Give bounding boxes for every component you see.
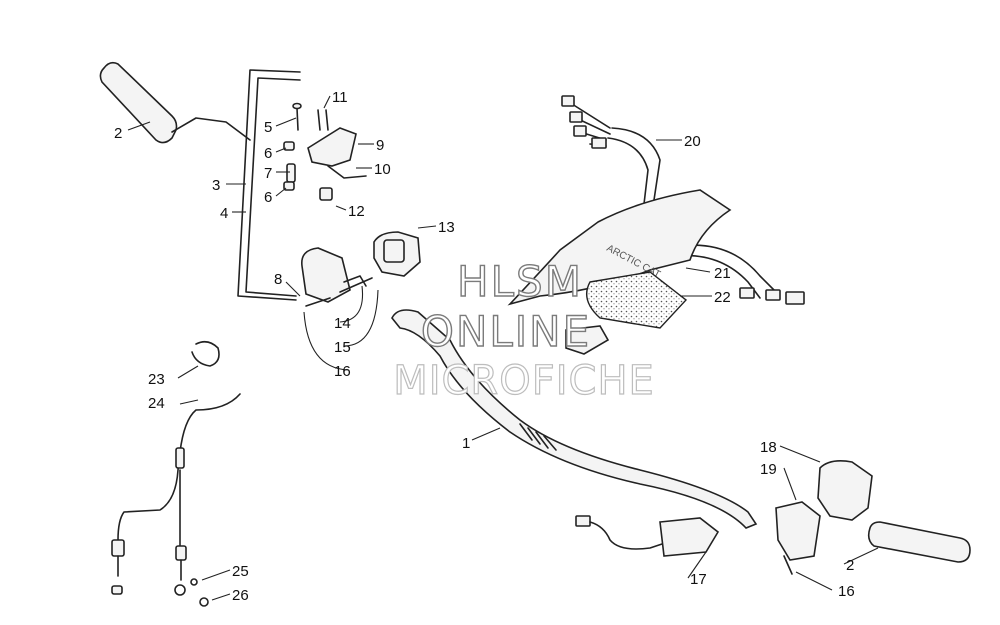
left-hand-grip bbox=[99, 61, 251, 144]
callout-3: 3 bbox=[212, 177, 220, 194]
callout-10: 10 bbox=[374, 161, 391, 178]
callout-16: 16 bbox=[334, 363, 351, 380]
heater-element-bracket bbox=[237, 69, 301, 301]
right-harness-connector bbox=[575, 515, 720, 557]
wiring-harness bbox=[561, 95, 805, 305]
callout-9: 9 bbox=[376, 137, 384, 154]
callout-19: 19 bbox=[760, 461, 777, 478]
throttle-housing bbox=[301, 247, 373, 307]
callout-21: 21 bbox=[714, 265, 731, 282]
tether-clip bbox=[191, 340, 220, 367]
callout-2: 2 bbox=[114, 125, 122, 142]
leader-lines bbox=[127, 95, 879, 601]
right-control-switch bbox=[775, 460, 873, 575]
callout-7: 7 bbox=[264, 165, 272, 182]
watermark-line-2: ONLINE bbox=[421, 307, 591, 356]
callout-11: 11 bbox=[332, 89, 348, 106]
watermark-line-3: MICROFICHE bbox=[393, 358, 655, 404]
callout-4: 4 bbox=[220, 205, 228, 222]
callout-24: 24 bbox=[148, 395, 165, 412]
callout-25: 25 bbox=[232, 563, 249, 580]
left-control-switch bbox=[373, 231, 421, 277]
callout-6: 6 bbox=[264, 145, 272, 162]
handlebar-foam-pad bbox=[565, 271, 688, 355]
callout-23: 23 bbox=[148, 371, 165, 388]
callout-6: 6 bbox=[264, 189, 272, 206]
callout-22: 22 bbox=[714, 289, 731, 306]
callout-labels: 1 2 2 3 4 5 6 6 7 8 9 10 11 12 13 14 15 … bbox=[114, 89, 855, 604]
callout-13: 13 bbox=[438, 219, 455, 236]
callout-2: 2 bbox=[846, 557, 854, 574]
callout-18: 18 bbox=[760, 439, 777, 456]
callout-1: 1 bbox=[462, 435, 470, 452]
callout-17: 17 bbox=[690, 571, 707, 588]
right-hand-grip bbox=[867, 521, 971, 563]
callout-5: 5 bbox=[264, 119, 272, 136]
callout-16: 16 bbox=[838, 583, 855, 600]
callout-15: 15 bbox=[334, 339, 351, 356]
kill-switch-cable bbox=[111, 393, 241, 607]
watermark: HLSM ONLINE MICROFICHE bbox=[393, 256, 655, 404]
callout-8: 8 bbox=[274, 271, 282, 288]
callout-20: 20 bbox=[684, 133, 701, 150]
throttle-bracket-assembly bbox=[283, 102, 367, 201]
callout-26: 26 bbox=[232, 587, 249, 604]
watermark-line-1: HLSM bbox=[457, 257, 583, 306]
handlebar bbox=[391, 309, 758, 529]
callout-14: 14 bbox=[334, 315, 351, 332]
callout-12: 12 bbox=[348, 203, 365, 220]
